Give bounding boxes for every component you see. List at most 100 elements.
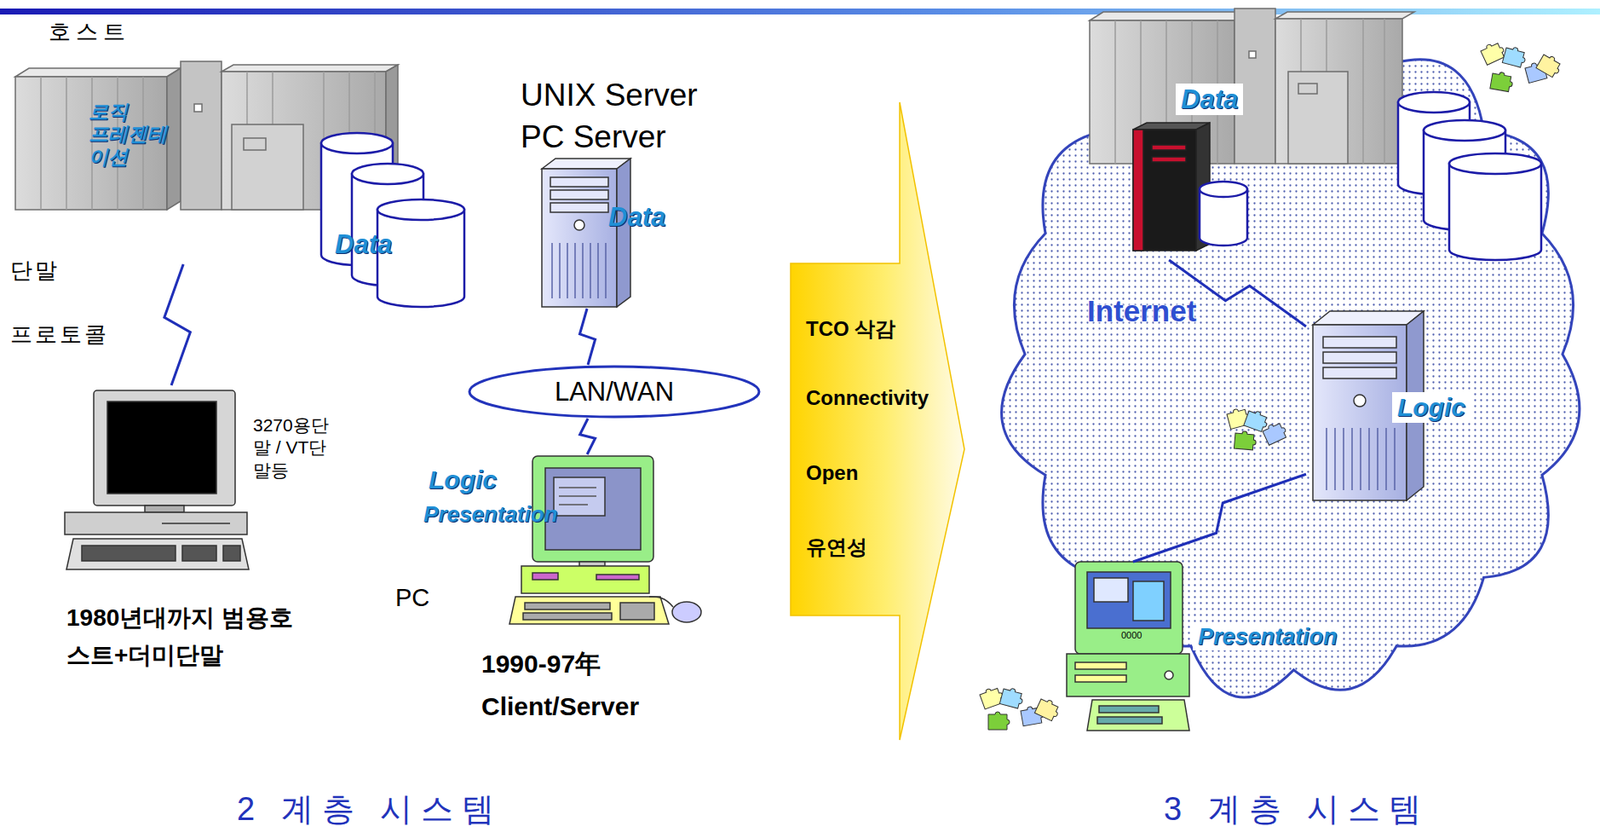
dumb-terminal-art <box>223 545 241 561</box>
logic-server-art <box>1323 367 1397 379</box>
lightning-link <box>579 308 595 365</box>
text-slot: Logic <box>428 464 497 495</box>
dumb-terminal-art <box>64 512 248 535</box>
host-mainframe <box>194 103 202 112</box>
host-mainframe <box>231 124 304 210</box>
era-caption: 1980년대까지 범용호 스트+더미단말 <box>66 598 314 674</box>
logic-server-art <box>1323 336 1397 348</box>
lan-wan-network: LAN/WAN <box>467 364 761 419</box>
component-puzzle <box>1536 51 1564 79</box>
monitor-badge: 0000 <box>1121 629 1142 641</box>
cloud-mainframe-art <box>1298 83 1318 94</box>
unix-server-art <box>541 158 631 307</box>
component-puzzle <box>1490 70 1514 93</box>
dumb-terminal-art <box>144 505 185 513</box>
text-slot: Presentation <box>1192 622 1343 651</box>
cloud-storage-art <box>1423 120 1506 141</box>
host-mainframe <box>243 138 266 150</box>
logic-server-art <box>1326 427 1395 490</box>
cloud-storage-art <box>1449 153 1542 174</box>
host-storage <box>321 132 465 307</box>
cloud-storage-art <box>1398 92 1470 113</box>
client-pc-art <box>524 602 611 610</box>
node-text: 로직 프레젠테 이션 <box>88 100 174 168</box>
cloud-pc-art <box>1097 716 1163 724</box>
text-slot: 로직 프레젠테 이션 <box>88 100 174 168</box>
text-slot: Presentation <box>423 500 559 528</box>
cloud-pc-art <box>1075 561 1183 654</box>
client-pc-art <box>509 596 669 624</box>
text-slot: Data <box>1175 83 1244 116</box>
cloud-outline <box>1001 25 1580 697</box>
tier-title: 2 계층 시스템 <box>236 792 503 825</box>
host-mainframe <box>180 61 222 210</box>
cloud-db-server-art <box>1151 144 1186 150</box>
transition-arrow: TCO 삭감 ConnectivityOpen 유연성 <box>790 102 965 740</box>
lightning-link <box>580 418 596 455</box>
node-text: 호스트 <box>48 18 131 46</box>
client-pc-art <box>596 574 639 580</box>
client-pc-art <box>558 487 597 505</box>
node-text: 유연성 <box>805 535 868 560</box>
text-slot: 호스트 <box>48 18 131 46</box>
unix-server-art <box>550 189 609 200</box>
node-text: Connectivity <box>805 385 929 411</box>
dumb-terminal-art <box>161 522 231 524</box>
network-ellipse <box>469 366 760 417</box>
node-text: Data <box>608 201 666 233</box>
host-storage <box>351 163 424 185</box>
host-storage <box>377 199 465 220</box>
node-text: Internet <box>1087 293 1197 329</box>
host-mainframe <box>15 68 181 77</box>
logic-server-art <box>1312 310 1424 325</box>
node-text: LAN/WAN <box>554 375 674 408</box>
text-slot: Logic <box>1392 391 1471 423</box>
text-slot: 2 계층 시스템 <box>236 792 503 825</box>
text-slot: TCO 삭감 <box>805 316 896 342</box>
cloud-pc-art <box>1133 581 1164 621</box>
text-slot: Data <box>608 201 666 233</box>
era-caption: 1990-97年 Client/Server <box>481 642 669 728</box>
node-text: Presentation <box>423 500 559 528</box>
node-text: Logic <box>428 464 497 495</box>
text-slot: 단말 프로토콜 <box>10 238 117 368</box>
logic-server-art <box>1353 394 1366 407</box>
cloud-pc-art <box>1066 653 1190 697</box>
block-arrow <box>790 102 965 740</box>
node-text: Logic <box>1392 391 1471 423</box>
client-pc-art <box>649 596 674 607</box>
unix-server-art <box>550 177 609 187</box>
cloud-pc-art <box>1075 661 1127 669</box>
text-slot: PC <box>395 582 430 613</box>
component-puzzle <box>1502 45 1528 69</box>
dumb-terminal-art <box>107 401 217 494</box>
cloud-pc-art <box>1075 674 1127 682</box>
client-pc-art <box>553 477 605 516</box>
dumb-terminal-art <box>182 545 217 561</box>
text-slot: Internet <box>1087 293 1197 329</box>
dumb-terminal-art <box>64 390 249 570</box>
node-text: TCO 삭감 <box>805 316 896 342</box>
cloud-db-server-art <box>1133 122 1210 251</box>
text-slot: Open <box>805 460 858 486</box>
lightning-link <box>164 264 190 386</box>
node-text: Data <box>334 228 392 260</box>
host-storage <box>321 132 393 154</box>
text-slot: 유연성 <box>805 535 868 560</box>
cloud-storage-art <box>1449 163 1542 260</box>
unix-server-art <box>574 219 585 231</box>
text-slot: LAN/WAN <box>467 364 761 419</box>
edge-label: 단말 프로토콜 <box>10 238 117 368</box>
dumb-terminal-art <box>81 545 176 561</box>
host-mainframe <box>166 68 181 210</box>
cloud-pc-art <box>1099 705 1159 713</box>
text-slot: 1990-97年 Client/Server <box>481 642 669 728</box>
client-pc-art <box>509 455 702 624</box>
client-pc-art <box>523 612 612 620</box>
component-puzzle <box>1034 696 1062 722</box>
unix-server-art <box>552 242 606 299</box>
unix-server-art <box>616 158 631 307</box>
